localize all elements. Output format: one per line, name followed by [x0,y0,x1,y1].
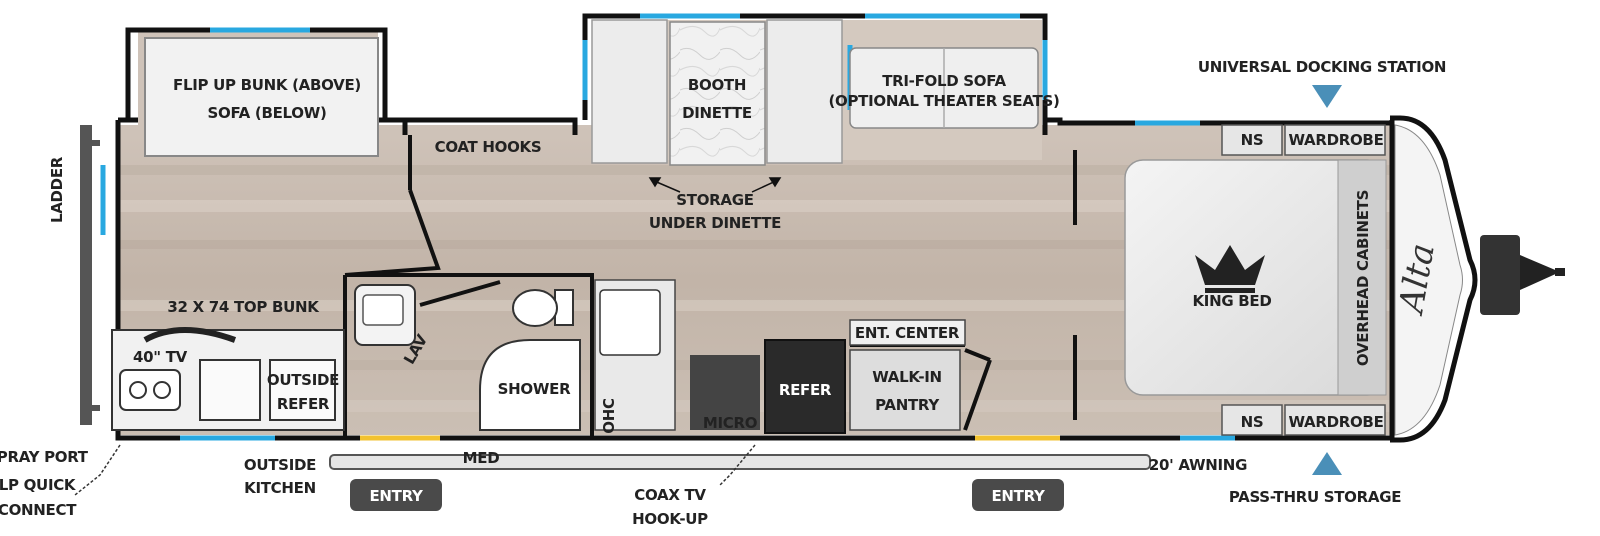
spray-port-label: SPRAY PORT [0,448,89,466]
outside-kitchen [111,327,345,431]
toilet [512,289,574,327]
pantry-label-2: PANTRY [875,396,940,414]
shower-label: SHOWER [498,380,571,398]
entry-right-badge [972,479,1064,511]
micro-label: MICRO [703,414,757,432]
kitchen-counter [594,279,846,434]
outside-kitchen-label-2: KITCHEN [244,479,316,497]
ladder [80,125,100,425]
booth-dinette-label-2: DINETTE [682,104,752,122]
flip-bunk-label-2: SOFA (BELOW) [207,104,326,122]
docking-arrow-icon [1312,85,1342,108]
docking-station-label: UNIVERSAL DOCKING STATION [1198,58,1446,76]
lp-quick-label-1: LP QUICK [0,476,77,494]
ohc-label: OHC [600,398,618,434]
entry-right-label: ENTRY [991,487,1046,505]
king-bed-label: KING BED [1192,292,1271,310]
tv-label: 40" TV [133,348,188,366]
awning-label: 20' AWNING [1149,456,1247,474]
outside-kitchen-label-1: OUTSIDE [244,456,316,474]
hitch [1480,235,1565,315]
wardrobe-blocks [1221,124,1386,436]
outside-refer-label-2: REFER [277,395,330,413]
pass-thru-arrow-icon [1312,452,1342,475]
tri-fold-sofa [849,47,1039,129]
ns-bottom-label: NS [1241,413,1264,431]
walls [115,13,1478,443]
coax-label-1: COAX TV [634,486,706,504]
overhead-cabinets-label: OVERHEAD CABINETS [1354,190,1372,366]
king-bed [1124,159,1387,396]
entry-left-label: ENTRY [369,487,424,505]
outside-refer-label-1: OUTSIDE [267,371,339,389]
ent-center-label: ENT. CENTER [855,324,960,342]
top-bunk-label: 32 X 74 TOP BUNK [167,298,320,316]
storage-label-2: UNDER DINETTE [649,214,781,232]
lav-sink [354,284,416,346]
booth-dinette-label-1: BOOTH [688,76,746,94]
shower [479,339,581,431]
storage-label-1: STORAGE [676,191,753,209]
ladder-label: LADDER [48,156,66,223]
crown-icon [1195,245,1265,285]
pantry-label-1: WALK-IN [872,368,942,386]
entry-left-badge [350,479,442,511]
tri-fold-sofa-label-1: TRI-FOLD SOFA [882,72,1006,90]
med-label: MED [463,449,500,467]
wardrobe-bottom-label: WARDROBE [1288,413,1383,431]
pantry [849,319,966,431]
front-cap [1394,124,1463,436]
ns-top-label: NS [1241,131,1264,149]
refer-label: REFER [779,381,832,399]
booth-dinette [591,19,843,166]
flip-bunk-label-1: FLIP UP BUNK (ABOVE) [173,76,361,94]
tri-fold-sofa-label-2: (OPTIONAL THEATER SEATS) [828,92,1059,110]
wardrobe-top-label: WARDROBE [1288,131,1383,149]
coax-label-2: HOOK-UP [632,510,708,528]
storage-arrows [648,177,782,193]
flip-bunk [144,37,379,157]
windows [100,13,1235,441]
lp-quick-label-2: CONNECT [0,501,77,519]
leader-lines [74,444,756,496]
pass-thru-label: PASS-THRU STORAGE [1229,488,1401,506]
coat-hooks-label: COAT HOOKS [435,138,542,156]
